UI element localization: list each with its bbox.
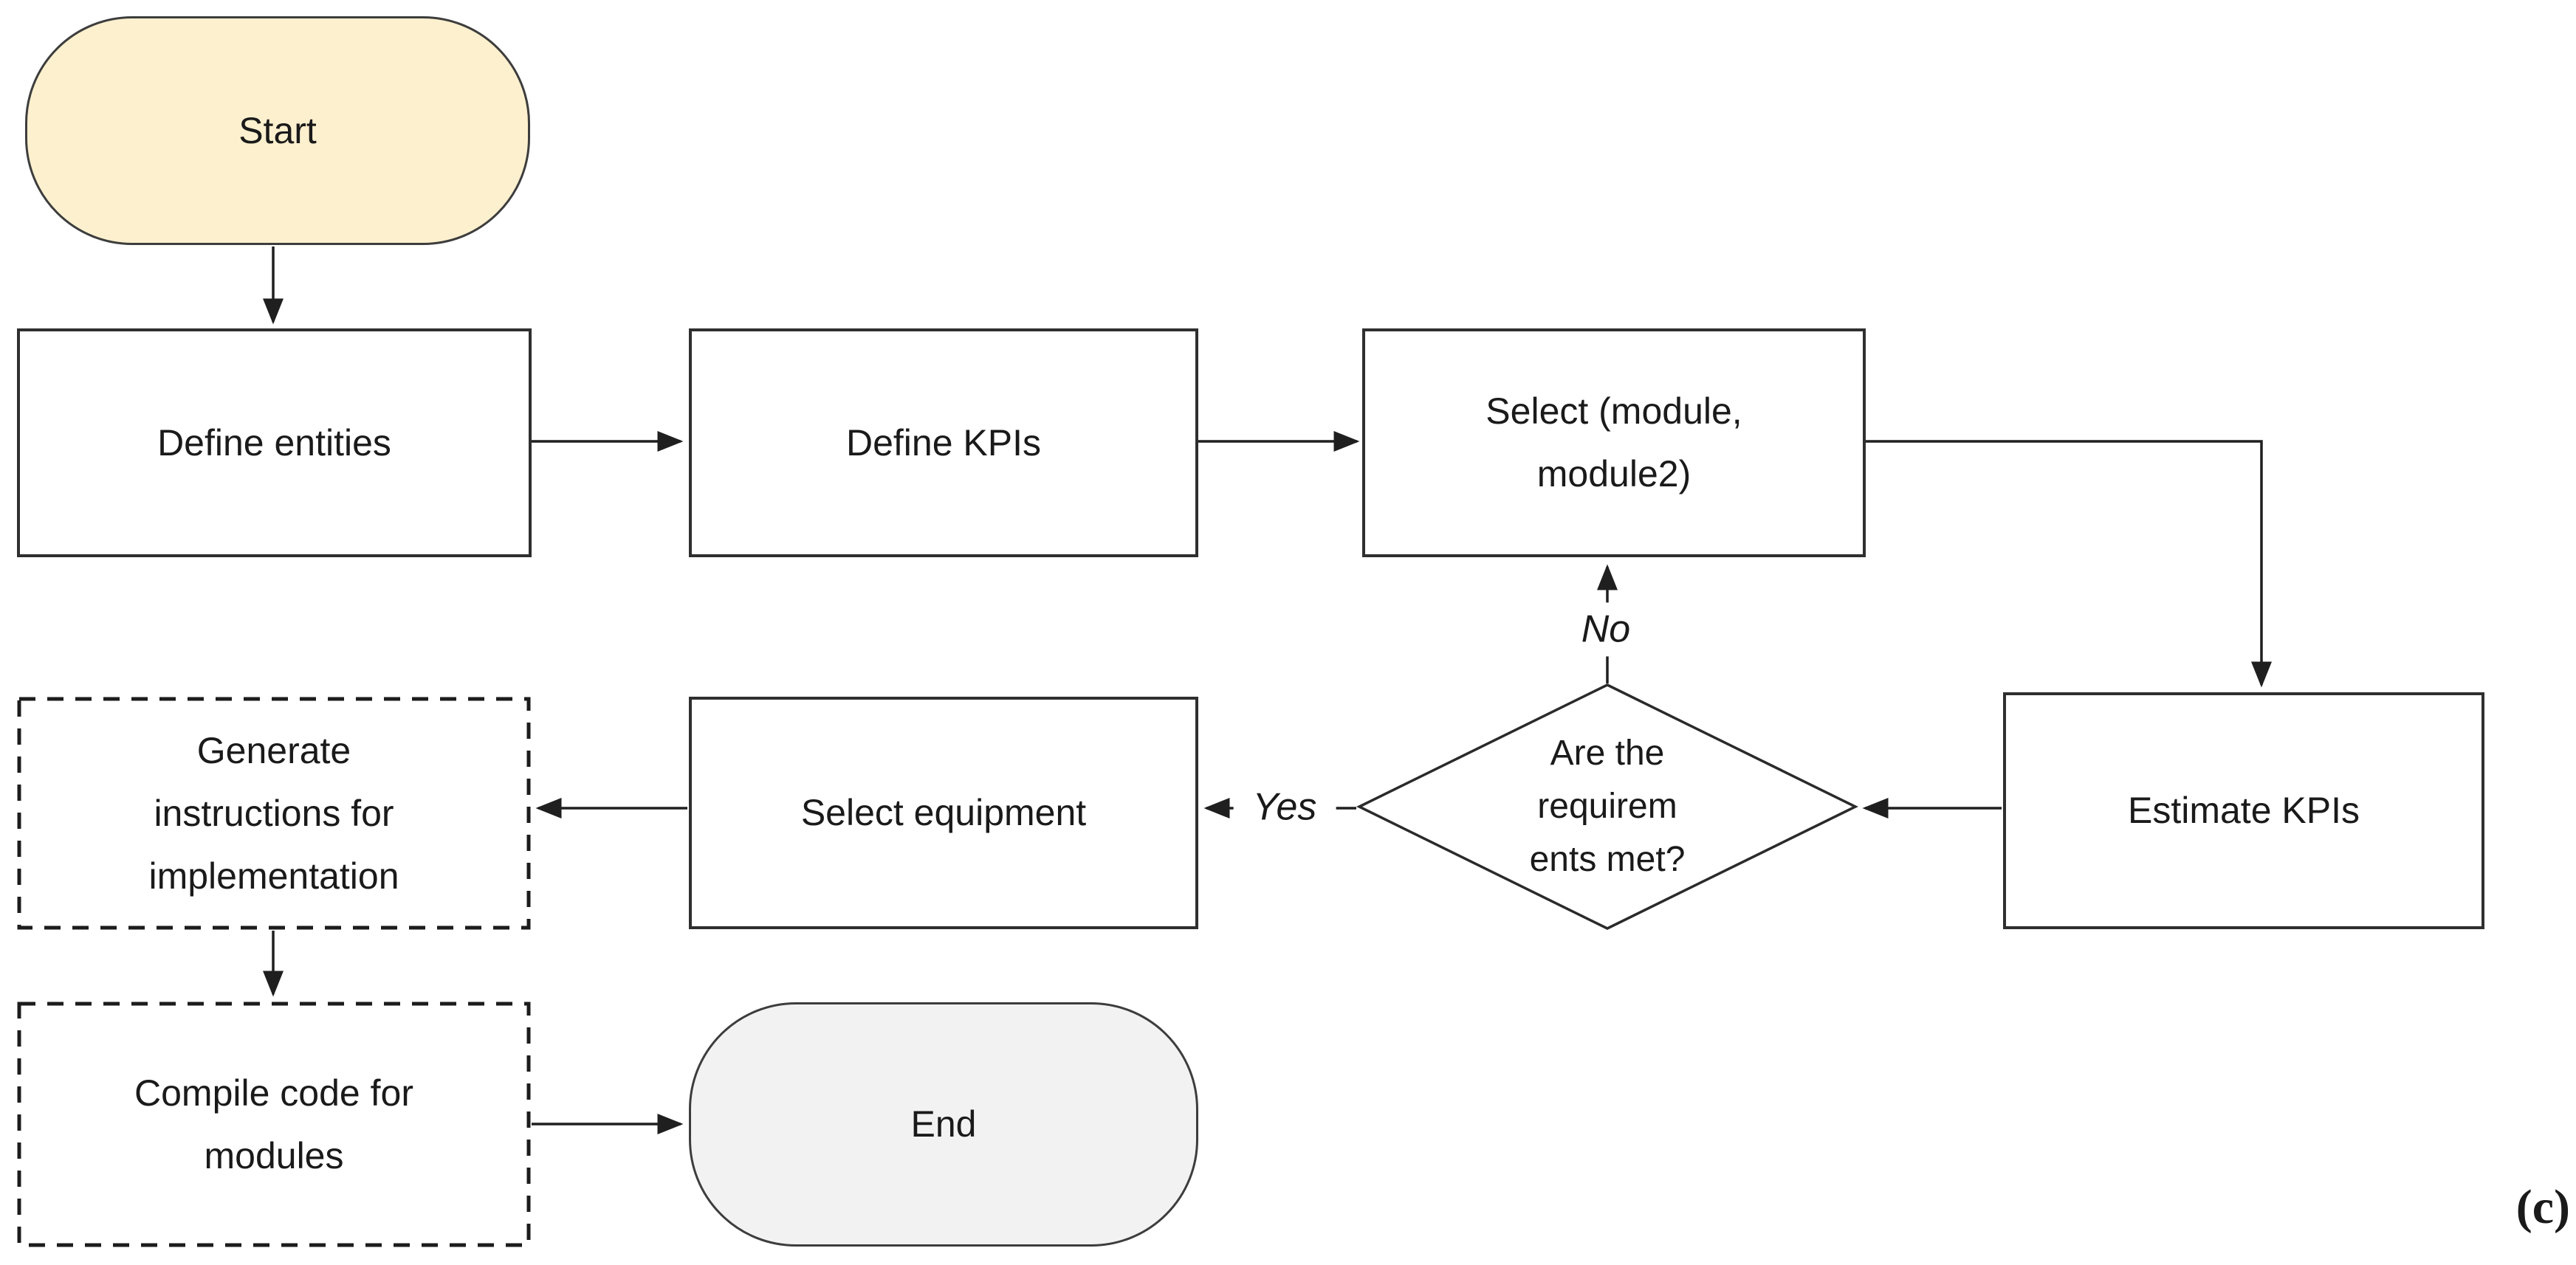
generate-instructions-line-2: instructions for [154,792,394,834]
decision-line-3: ents met? [1529,840,1686,879]
start-label: Start [238,109,317,151]
select-modules-line-2: module2) [1536,453,1691,494]
node-compile-code: Compile code for modules [19,1004,529,1245]
estimate-kpis-label: Estimate KPIs [2128,790,2360,831]
edge-label-no: No [1562,602,1650,657]
define-kpis-label: Define KPIs [845,421,1041,463]
compile-code-shape [17,1002,531,1247]
end-label: End [910,1103,977,1145]
decision-line-1: Are the [1550,734,1665,773]
arrow-select-modules-to-estimate-kpis [1866,440,2272,688]
generate-instructions-line-1: Generate [196,729,351,771]
node-select-equipment: Select equipment [689,697,1198,929]
decision-diamond-shape [1356,683,1858,930]
generate-instructions-shape [17,697,531,930]
select-modules-line-1: Select (module, [1486,390,1742,432]
compile-code-line-1: Compile code for [134,1072,413,1114]
node-generate-instructions: Generate instructions for implementation [19,699,529,928]
compile-code-line-2: modules [204,1134,344,1176]
figure-caption: (c) [2515,1180,2570,1234]
node-start: Start [25,16,530,245]
node-define-entities: Define entities [17,328,532,557]
node-end: End [689,1002,1198,1247]
generate-instructions-line-3: implementation [148,855,399,897]
edge-label-yes: Yes [1233,780,1336,835]
define-entities-label: Define entities [157,421,391,463]
decision-label: Are the requirem ents met? [1359,685,1855,928]
decision-line-2: requirem [1537,787,1677,826]
node-define-kpis: Define KPIs [689,328,1198,557]
node-estimate-kpis: Estimate KPIs [2003,692,2484,929]
select-equipment-label: Select equipment [800,792,1087,833]
node-select-modules: Select (module, module2) [1362,328,1866,557]
